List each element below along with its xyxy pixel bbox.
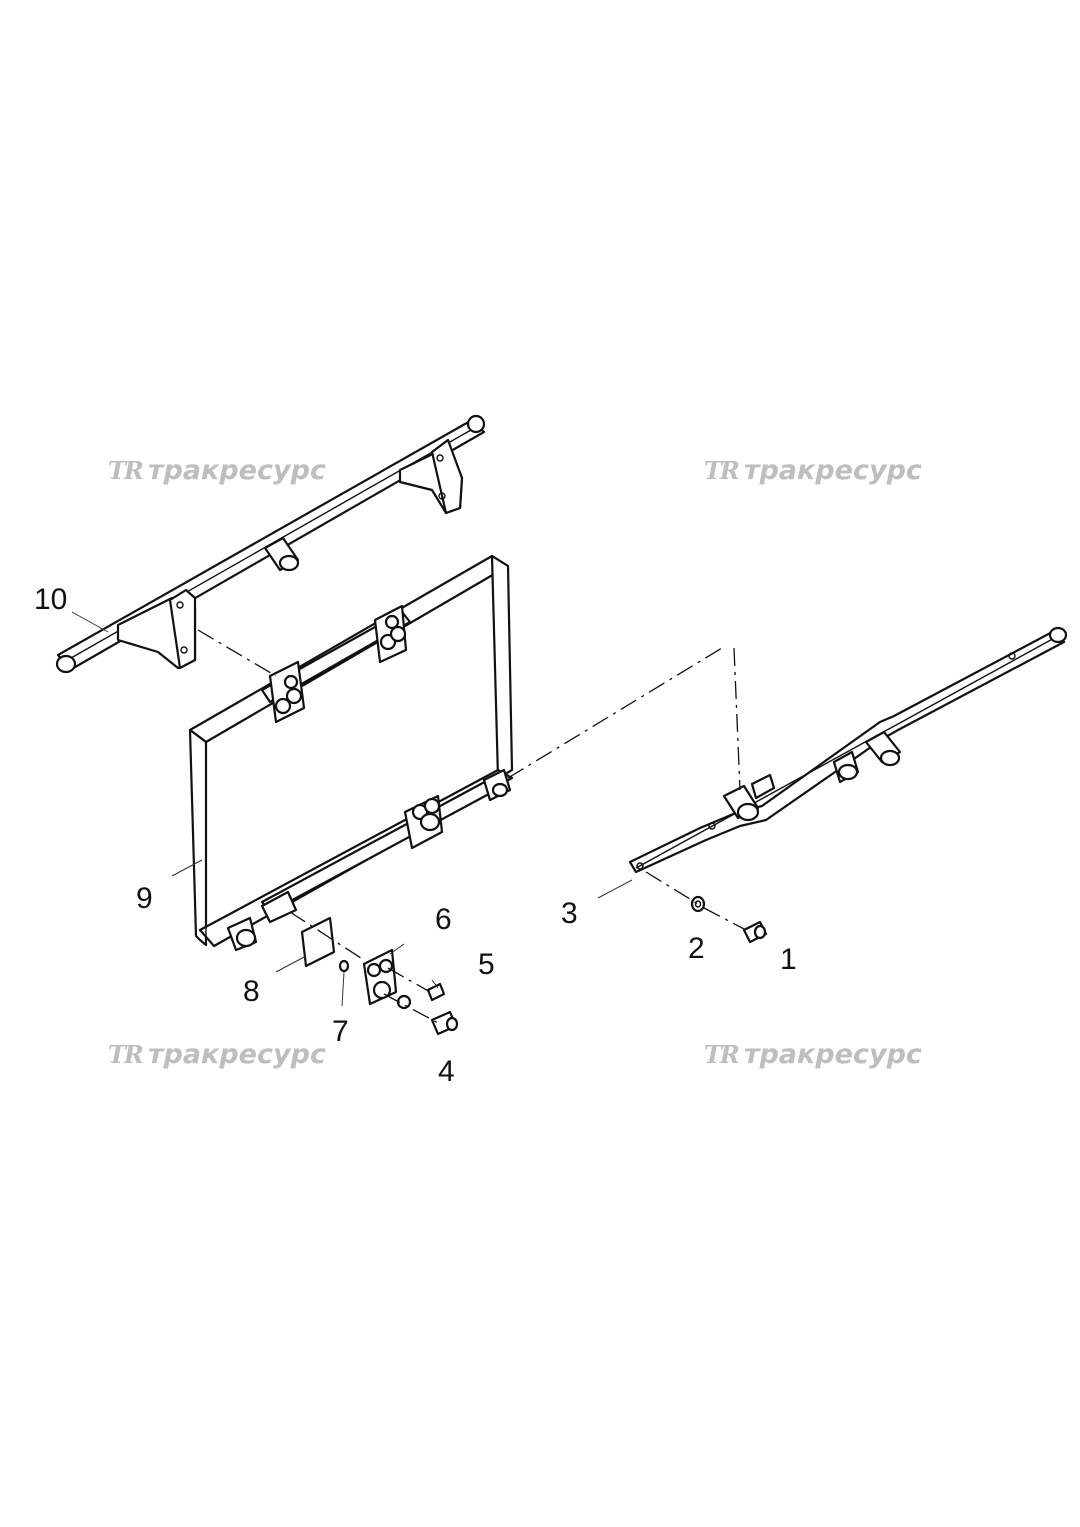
watermark-text: тракресурс xyxy=(147,454,326,486)
watermark-bottom-right: TR тракресурс xyxy=(704,1034,922,1074)
watermark-text: тракресурс xyxy=(743,454,922,486)
part-10-upper-bar xyxy=(55,414,486,674)
watermark-logo: TR xyxy=(108,1039,144,1069)
callout-4: 4 xyxy=(438,1055,455,1088)
hardware-1-2 xyxy=(690,895,768,944)
watermark-text: тракресурс xyxy=(147,1038,326,1070)
watermark-logo: TR xyxy=(704,1039,740,1069)
watermark-logo: TR xyxy=(108,455,144,485)
callout-10: 10 xyxy=(34,583,68,616)
callout-2: 2 xyxy=(688,932,705,965)
callout-5: 5 xyxy=(478,948,495,981)
assembly-lines xyxy=(197,629,747,1025)
callout-1: 1 xyxy=(780,943,797,976)
watermark-top-right: TR тракресурс xyxy=(704,450,922,490)
callout-9: 9 xyxy=(136,882,153,915)
watermark-bottom-left: TR тракресурс xyxy=(108,1034,326,1074)
hardware-4-8 xyxy=(300,916,459,1036)
callout-3: 3 xyxy=(561,897,578,930)
callout-7: 7 xyxy=(332,1015,349,1048)
watermark-text: тракресурс xyxy=(743,1038,922,1070)
callout-6: 6 xyxy=(435,903,452,936)
leader-lines xyxy=(71,611,633,1007)
watermark-top-left: TR тракресурс xyxy=(108,450,326,490)
callout-8: 8 xyxy=(243,975,260,1008)
watermark-logo: TR xyxy=(704,455,740,485)
part-9-radiator-frame xyxy=(188,554,514,952)
part-3-right-bar xyxy=(628,626,1068,874)
